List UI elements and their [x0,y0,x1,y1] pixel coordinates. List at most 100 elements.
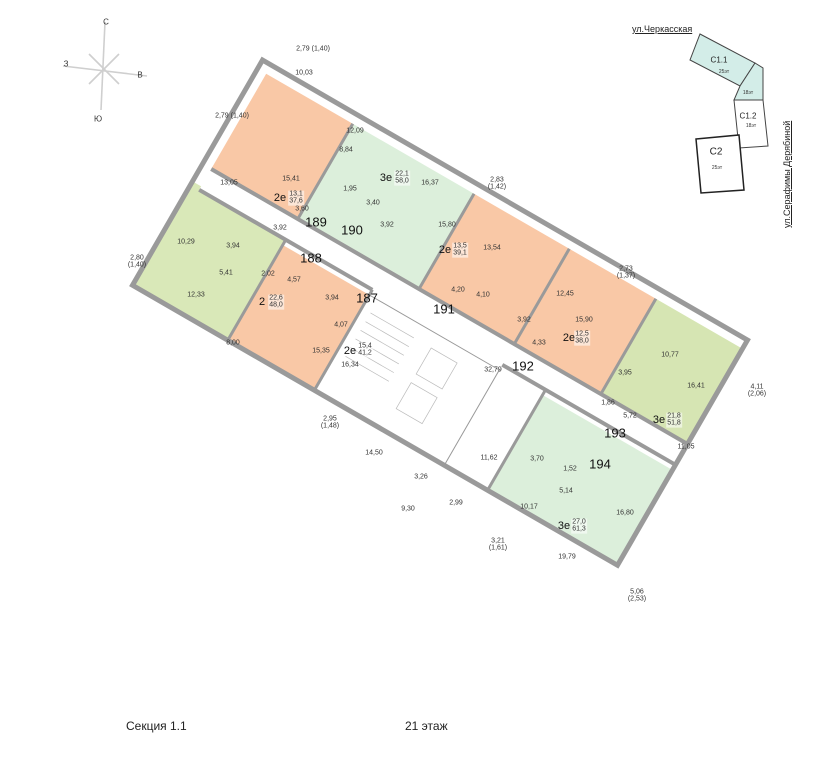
room-area: 3,40 [366,199,380,207]
room-area: 15,90 [575,316,593,324]
room-area: 13,54 [483,244,501,252]
room-area: 1,95 [343,185,357,193]
room-area: 3,92 [273,224,287,232]
compass-north-label: С [103,17,109,27]
apartment-number: 190 [341,222,363,238]
room-area: 15,41 [282,175,300,183]
compass-rose [62,21,148,111]
apartment-number: 194 [589,456,611,472]
apartment-type: 3е [557,520,571,532]
apartment-type: 2 [258,296,266,308]
apartment-type: 2е [343,345,357,357]
common-area-stairs: 14,50 [365,449,383,457]
room-area: 10,29 [177,238,195,246]
room-area: 1,52 [563,465,577,473]
common-area-hall: 11,62 [480,454,498,462]
common-area-small: 2,99 [449,499,463,507]
room-area: 2,95 (1,48) [320,415,340,430]
compass-west-label: З [63,59,69,69]
apartment-type: 2е [562,332,576,344]
block-c1-1-floors: 25эт [718,69,730,75]
room-area: 3,94 [325,294,339,302]
apartment-type: 2е [438,244,452,256]
room-area: 5,06 (2,53) [627,588,647,603]
block-c2-name: С2 [709,146,723,158]
room-area: 8,84 [339,146,353,154]
common-area-lobby: 3,26 [414,473,428,481]
room-area: 5,41 [219,269,233,277]
block-c2-floors: 25эт [711,165,723,171]
room-area: 2,83 (1,42) [487,176,507,191]
apt-191-area [419,193,570,345]
apartment-type: 2е [273,192,287,204]
room-area: 13,05 [220,179,238,187]
room-area: 10,03 [295,69,313,77]
room-area: 4,57 [287,276,301,284]
room-area: 5,72 [623,412,637,420]
common-area-corridor: 32,79 [484,366,502,374]
floor-label: 21 этаж [405,719,448,733]
room-area: 16,34 [341,361,359,369]
room-area: 3,60 [295,205,309,213]
room-area: 3,21 (1,61) [488,537,508,552]
room-area: 10,77 [661,351,679,359]
room-area: 2,79 (1,40) [296,45,330,53]
section-label: Секция 1.1 [126,719,187,733]
room-area: 11,05 [677,443,695,451]
apartment-type: 3е [652,414,666,426]
block-c1-2-floors: 18эт [745,123,757,129]
room-area: 5,14 [559,487,573,495]
apt-194-area [487,395,673,566]
apt-190-area [297,123,475,290]
common-area-vestibule: 9,30 [401,505,415,513]
room-area: 2,79 (1,40) [215,112,249,120]
room-area: 16,37 [421,179,439,187]
room-area: 2,02 [261,270,275,278]
apartment-number: 192 [512,358,534,374]
block-c1-1-name: С1.1 [710,55,728,65]
apartment-number: 191 [433,301,455,317]
room-area: 4,20 [451,286,465,294]
room-area: 3,94 [226,242,240,250]
room-area: 2,73 (1,37) [616,265,636,280]
room-area: 4,33 [532,339,546,347]
room-area: 12,33 [187,291,205,299]
room-area: 12,45 [556,290,574,298]
room-area: 15,80 [438,221,456,229]
apartment-number: 188 [300,250,322,266]
street-top-label: ул.Черкасская [632,24,693,34]
room-area: 16,80 [616,509,634,517]
room-area: 3,70 [530,455,544,463]
room-area: 10,17 [520,503,538,511]
block-link-floors: 18эт [742,90,754,96]
apartment-number: 193 [604,425,626,441]
room-area: 1,86 [601,399,615,407]
room-area: 2,80 (1,40) [127,254,147,269]
site-plan [689,33,769,194]
room-area: 3,92 [380,221,394,229]
room-area: 8,00 [226,339,240,347]
apartment-number: 187 [356,290,378,306]
room-area: 4,10 [476,291,490,299]
apartment-number: 189 [305,214,327,230]
room-area: 4,11 (2,06) [747,383,767,398]
block-c1-2-name: С1.2 [739,111,757,121]
room-area: 19,79 [558,553,576,561]
room-area: 12,09 [346,127,364,135]
compass-south-label: Ю [93,114,103,124]
room-area: 3,95 [618,369,632,377]
room-area: 16,41 [687,382,705,390]
street-side-label: ул.Серафимы Дерябиной [782,120,792,228]
apartment-type: 3е [379,172,393,184]
room-area: 4,07 [334,321,348,329]
room-area: 15,35 [312,347,330,355]
room-area: 3,92 [517,316,531,324]
